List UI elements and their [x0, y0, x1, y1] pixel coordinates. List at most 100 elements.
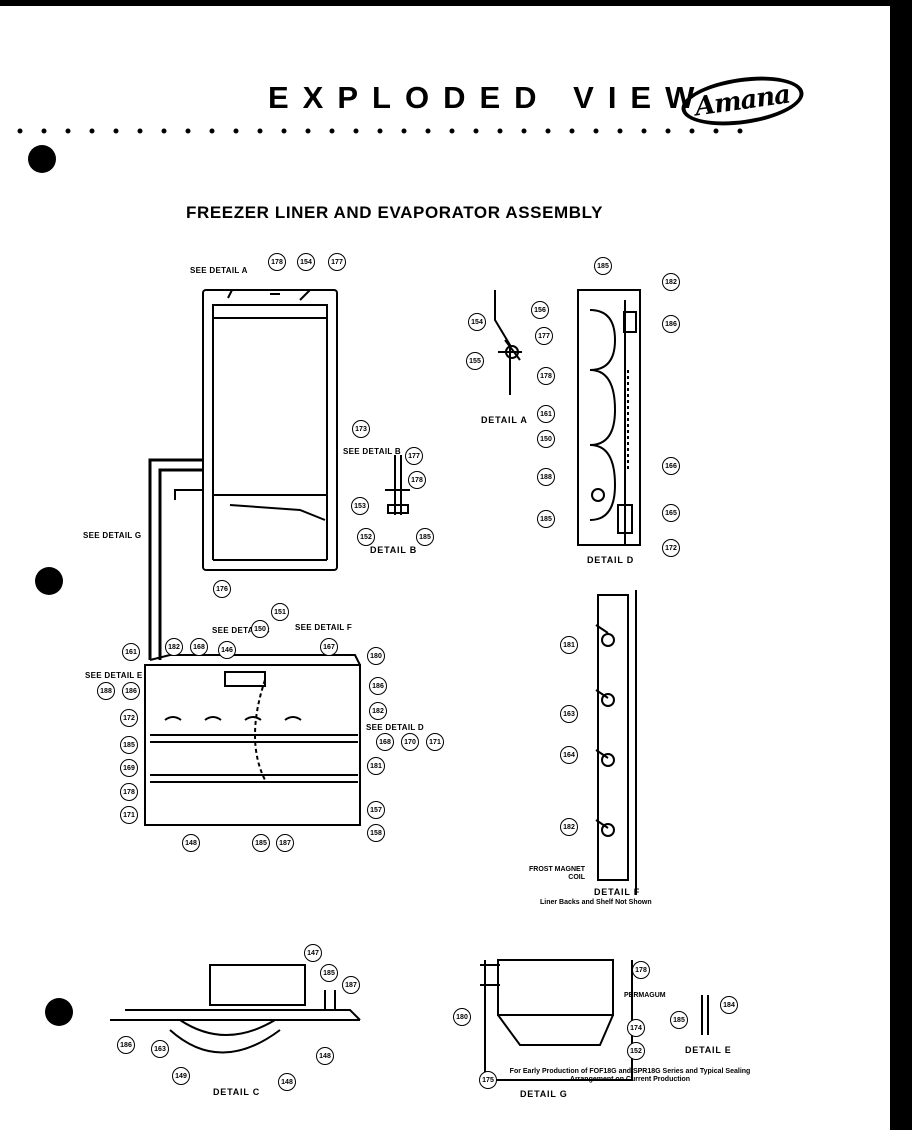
part-188-d: 188	[537, 468, 555, 486]
part-165-d: 165	[662, 504, 680, 522]
part-187-c: 187	[342, 976, 360, 994]
part-166-d: 166	[662, 457, 680, 475]
part-186-left: 186	[122, 682, 140, 700]
part-185-e: 185	[670, 1011, 688, 1029]
part-150: 150	[251, 620, 269, 638]
part-148-c-right: 148	[316, 1047, 334, 1065]
part-151: 151	[271, 603, 289, 621]
part-172-lower: 172	[120, 709, 138, 727]
diagram-subtitle: FREEZER LINER AND EVAPORATOR ASSEMBLY	[186, 203, 604, 222]
page-title: EXPLODED VIEW	[268, 80, 709, 115]
part-174-g: 174	[627, 1019, 645, 1037]
part-149-c: 149	[172, 1067, 190, 1085]
callout-see-detail-d: SEE DETAIL D	[366, 723, 424, 732]
part-163-f: 163	[560, 705, 578, 723]
part-176: 176	[213, 580, 231, 598]
detail-b-art	[385, 455, 410, 515]
part-182-d: 182	[662, 273, 680, 291]
label-detail-a: DETAIL A	[481, 415, 528, 425]
freezer-liner-lower	[144, 654, 361, 826]
part-185-lower: 185	[120, 736, 138, 754]
part-163-c: 163	[151, 1040, 169, 1058]
part-182-lower: 182	[165, 638, 183, 656]
part-185-bottom: 185	[252, 834, 270, 852]
part-156-a: 156	[531, 301, 549, 319]
part-147-c: 147	[304, 944, 322, 962]
label-detail-f: DETAIL F	[594, 887, 641, 897]
part-171-lower: 171	[120, 806, 138, 824]
part-186-d: 186	[662, 315, 680, 333]
label-detail-d: DETAIL D	[587, 555, 635, 565]
label-detail-c: DETAIL C	[213, 1087, 261, 1097]
part-177-top: 177	[328, 253, 346, 271]
part-146: 146	[218, 641, 236, 659]
part-182-f: 182	[560, 818, 578, 836]
detail-a-art	[494, 290, 522, 395]
part-182-right: 182	[369, 702, 387, 720]
callout-see-detail-b: SEE DETAIL B	[343, 447, 401, 456]
part-177-b: 177	[405, 447, 423, 465]
part-180: 180	[367, 647, 385, 665]
note-early-production: For Early Production of FOF18G and SPR18…	[509, 1068, 751, 1083]
part-178-g: 178	[632, 961, 650, 979]
evaporator-tubing	[148, 458, 203, 660]
detail-g-art	[480, 959, 633, 1081]
part-178-a: 178	[537, 367, 555, 385]
detail-d-art	[577, 289, 641, 546]
part-153: 153	[351, 497, 369, 515]
detail-f-art	[595, 590, 637, 895]
part-181-f: 181	[560, 636, 578, 654]
part-169: 169	[120, 759, 138, 777]
part-167: 167	[320, 638, 338, 656]
part-148-lower: 148	[182, 834, 200, 852]
part-178-b: 178	[408, 471, 426, 489]
part-185-d: 185	[537, 510, 555, 528]
callout-see-detail-c: SEE DETAIL C	[212, 626, 270, 635]
dot-rule	[17, 128, 743, 134]
part-168-lower: 168	[190, 638, 208, 656]
part-157: 157	[367, 801, 385, 819]
note-permagum: PERMAGUM	[624, 992, 666, 999]
part-172-d: 172	[662, 539, 680, 557]
note-frost-magnet-coil: FROST MAGNET COIL	[529, 866, 585, 881]
part-152-b: 152	[357, 528, 375, 546]
part-188-left: 188	[97, 682, 115, 700]
binder-hole-bottom	[45, 998, 73, 1026]
part-181-lower: 181	[367, 757, 385, 775]
binder-hole-top	[28, 145, 56, 173]
label-detail-b: DETAIL B	[370, 545, 418, 555]
label-detail-e: DETAIL E	[685, 1045, 732, 1055]
scan-edge-top	[0, 0, 912, 6]
part-150-d: 150	[537, 430, 555, 448]
part-177-a: 177	[535, 327, 553, 345]
part-152-g: 152	[627, 1042, 645, 1060]
part-161-d: 161	[537, 405, 555, 423]
part-154-top: 154	[297, 253, 315, 271]
part-186-lower: 186	[369, 677, 387, 695]
part-178-top: 178	[268, 253, 286, 271]
part-178-lower: 178	[120, 783, 138, 801]
callout-see-detail-f: SEE DETAIL F	[295, 623, 353, 632]
callout-see-detail-a: SEE DETAIL A	[190, 266, 248, 275]
part-148-c-bottom: 148	[278, 1073, 296, 1091]
part-154-a: 154	[468, 313, 486, 331]
part-158: 158	[367, 824, 385, 842]
binder-hole-middle	[35, 567, 63, 595]
scan-edge-right	[890, 0, 912, 1130]
callout-see-detail-g: SEE DETAIL G	[83, 531, 142, 540]
part-171-right: 171	[426, 733, 444, 751]
part-161-lower: 161	[122, 643, 140, 661]
callout-see-detail-e: SEE DETAIL E	[85, 671, 143, 680]
detail-c-art	[110, 964, 361, 1054]
part-185-d-top: 185	[594, 257, 612, 275]
part-173: 173	[352, 420, 370, 438]
part-168-right: 168	[376, 733, 394, 751]
part-185-c: 185	[320, 964, 338, 982]
note-detail-f: Liner Backs and Shelf Not Shown	[540, 899, 652, 906]
part-164-f: 164	[560, 746, 578, 764]
detail-e-art	[701, 995, 709, 1035]
part-187-bottom: 187	[276, 834, 294, 852]
part-180-g: 180	[453, 1008, 471, 1026]
